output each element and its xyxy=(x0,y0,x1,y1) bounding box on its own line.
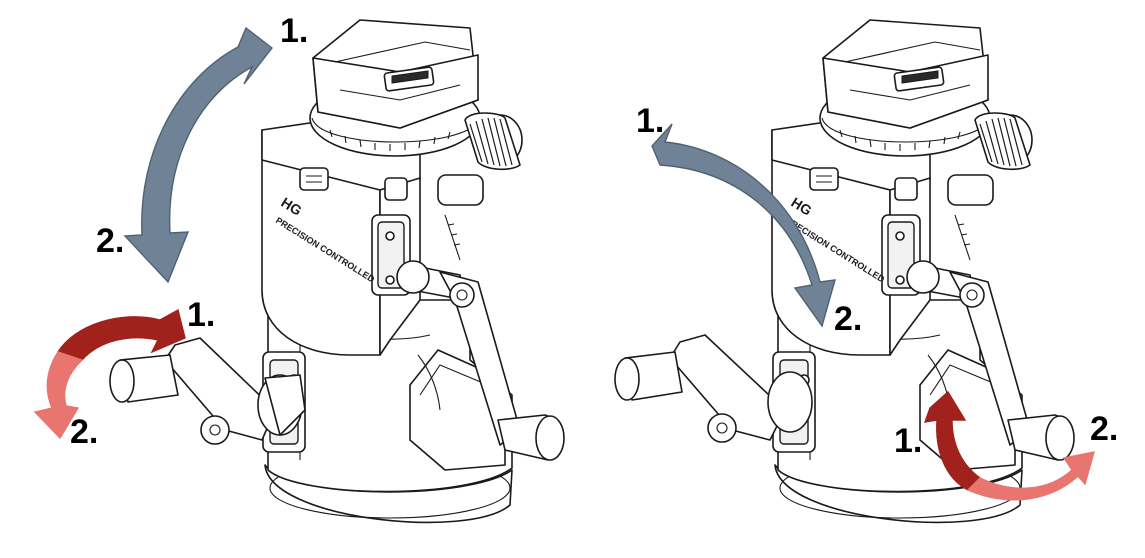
tilt-arrow-right xyxy=(651,123,836,328)
left-panel: HG PRECISION CONTROLLED xyxy=(33,19,565,524)
right-crank-step-1: 1. xyxy=(894,422,923,460)
left-crank-step-2: 2. xyxy=(70,413,99,451)
right-tilt-step-1: 1. xyxy=(636,102,665,140)
geared-head-left xyxy=(261,19,565,524)
crank-arrow-light-left xyxy=(33,351,84,440)
crank-arrow-dark-left xyxy=(56,308,186,361)
left-crank-step-1: 1. xyxy=(187,296,216,334)
crank-arrow-light-right xyxy=(966,451,1095,501)
left-tilt-step-1: 1. xyxy=(280,12,309,50)
right-tilt-step-2: 2. xyxy=(834,300,863,338)
left-tilt-step-2: 2. xyxy=(96,222,125,260)
tilt-arrow-left xyxy=(123,26,273,284)
right-crank-step-2: 2. xyxy=(1090,410,1119,448)
